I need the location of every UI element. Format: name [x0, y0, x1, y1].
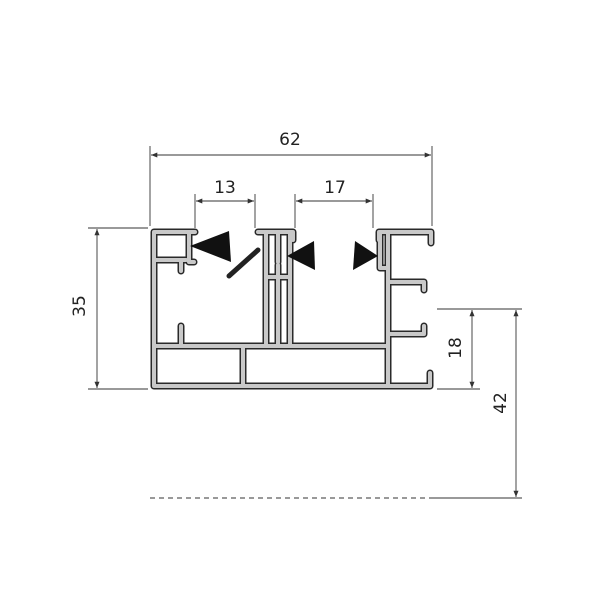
dimension-total-height: 42	[150, 310, 522, 499]
dimension-right-track: 17	[294, 178, 374, 228]
brush-seal-right	[353, 241, 378, 270]
profile-section	[150, 228, 435, 390]
dimension-overall-width: 62	[149, 130, 433, 226]
profile-wall	[152, 324, 389, 388]
gasket	[226, 247, 261, 279]
dimension-label-42: 42	[491, 392, 511, 414]
dimension-label-18: 18	[446, 337, 466, 359]
dimension-label-17: 17	[324, 178, 346, 198]
profile-wall	[386, 280, 426, 336]
profile-wall	[254, 228, 297, 350]
profile-wall	[152, 230, 197, 273]
dimension-label-13: 13	[214, 178, 236, 198]
brush-seal-center	[287, 241, 315, 270]
profile-wall	[377, 230, 433, 388]
brush-seals	[190, 231, 378, 279]
dimension-height: 35	[70, 227, 148, 390]
dimension-label-35: 35	[70, 295, 90, 317]
profile-wall	[150, 322, 391, 390]
brush-seal-left	[190, 231, 231, 262]
profile-wall	[384, 278, 428, 338]
profile-wall	[256, 230, 295, 348]
dimension-label-62: 62	[279, 130, 301, 150]
dimension-left-track: 13	[194, 178, 256, 228]
dimension-fin-height: 18	[437, 308, 522, 390]
